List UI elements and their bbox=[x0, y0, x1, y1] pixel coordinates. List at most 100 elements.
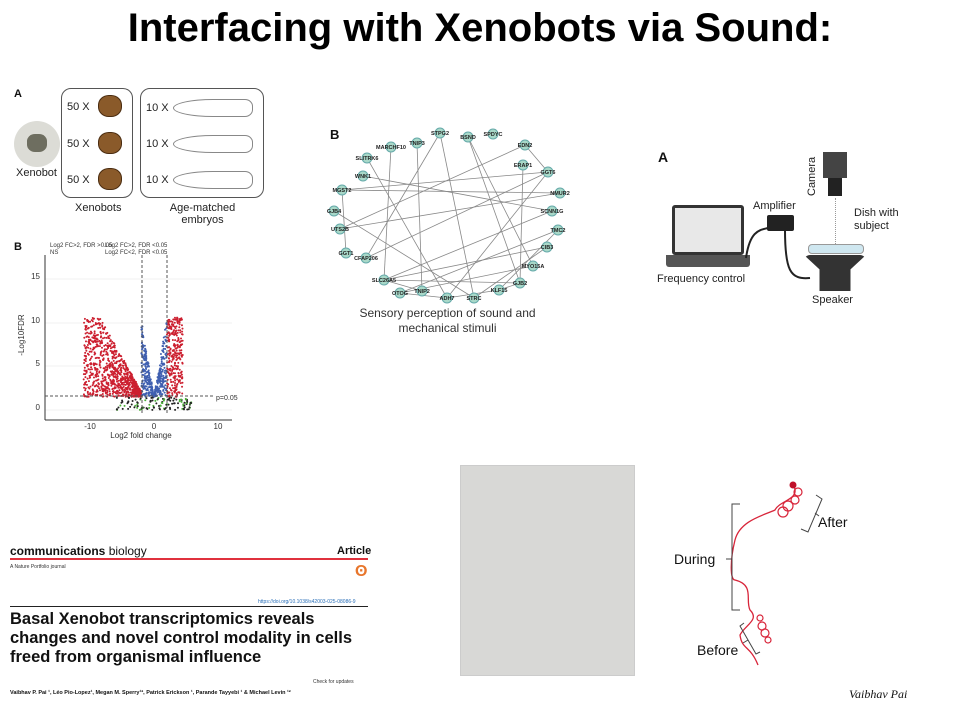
data-point bbox=[164, 338, 167, 341]
data-point bbox=[94, 334, 97, 337]
data-point bbox=[159, 404, 162, 407]
data-point bbox=[133, 379, 136, 382]
network-edge bbox=[339, 144, 526, 230]
data-point bbox=[83, 358, 86, 361]
data-point bbox=[84, 369, 87, 372]
data-point bbox=[160, 356, 163, 359]
data-point bbox=[116, 380, 119, 383]
data-point bbox=[168, 325, 171, 328]
data-point bbox=[180, 349, 183, 352]
data-point bbox=[161, 402, 164, 405]
data-point bbox=[180, 337, 183, 340]
data-point bbox=[146, 365, 149, 368]
data-point bbox=[172, 357, 175, 360]
data-point bbox=[172, 380, 175, 383]
legend-item: Log2 FC<2, FDR <0.05 bbox=[105, 250, 168, 256]
embryo-icon bbox=[173, 99, 253, 117]
doi-link[interactable]: https://doi.org/10.1038/s42003-025-08086… bbox=[258, 599, 356, 605]
y-tick: 0 bbox=[36, 403, 41, 412]
data-point bbox=[87, 332, 90, 335]
data-point bbox=[84, 389, 87, 392]
data-point bbox=[120, 371, 123, 374]
gene-node bbox=[411, 137, 423, 149]
data-point bbox=[89, 363, 92, 366]
data-point bbox=[108, 390, 111, 393]
data-point bbox=[160, 393, 163, 396]
data-point bbox=[150, 393, 153, 396]
data-point bbox=[116, 360, 119, 363]
before-bracket bbox=[739, 622, 761, 655]
data-point bbox=[162, 351, 165, 354]
data-point bbox=[88, 393, 91, 396]
data-point bbox=[95, 322, 98, 325]
data-point bbox=[126, 388, 129, 391]
data-point bbox=[142, 393, 145, 396]
data-point bbox=[102, 337, 105, 340]
threshold-label: p=0.05 bbox=[216, 395, 238, 402]
data-point bbox=[93, 330, 96, 333]
data-point bbox=[105, 348, 108, 351]
data-point bbox=[149, 400, 152, 403]
data-point bbox=[130, 378, 133, 381]
data-point bbox=[130, 403, 133, 406]
gene-label: STRC bbox=[467, 296, 482, 302]
data-point bbox=[117, 406, 120, 409]
data-point bbox=[143, 363, 146, 366]
check-updates[interactable]: Check for updates bbox=[313, 679, 354, 685]
data-point bbox=[100, 346, 103, 349]
data-point bbox=[173, 377, 176, 380]
gene-node bbox=[519, 139, 531, 151]
data-point bbox=[126, 402, 129, 405]
data-point bbox=[115, 396, 118, 399]
data-point bbox=[118, 384, 121, 387]
data-point bbox=[83, 317, 86, 320]
data-point bbox=[133, 406, 136, 409]
data-point bbox=[176, 346, 179, 349]
data-point bbox=[86, 318, 89, 321]
data-point bbox=[179, 331, 182, 334]
data-point bbox=[168, 323, 171, 326]
data-point bbox=[168, 346, 171, 349]
data-point bbox=[106, 389, 109, 392]
data-point bbox=[161, 384, 164, 387]
data-point bbox=[93, 364, 96, 367]
data-point bbox=[108, 366, 111, 369]
data-point bbox=[146, 376, 149, 379]
article-type: Article bbox=[337, 545, 372, 557]
data-point bbox=[101, 377, 104, 380]
network-edge bbox=[439, 132, 475, 299]
data-point bbox=[94, 337, 97, 340]
gene-label: SCNN1G bbox=[541, 209, 564, 215]
gene-label: SLITRK6 bbox=[356, 156, 379, 162]
network-edge bbox=[519, 164, 524, 284]
data-point bbox=[151, 396, 154, 399]
data-point bbox=[160, 367, 163, 370]
data-point bbox=[91, 320, 94, 323]
data-point bbox=[162, 363, 165, 366]
data-point bbox=[95, 375, 98, 378]
data-point bbox=[85, 357, 88, 360]
data-point bbox=[119, 404, 122, 407]
data-point bbox=[140, 382, 143, 385]
data-point bbox=[173, 329, 176, 332]
network-edge bbox=[366, 157, 448, 299]
data-point bbox=[180, 355, 183, 358]
data-point bbox=[174, 382, 177, 385]
data-point bbox=[165, 387, 168, 390]
gene-node bbox=[360, 252, 372, 264]
data-point bbox=[86, 391, 89, 394]
data-point bbox=[151, 386, 154, 389]
data-point bbox=[180, 318, 183, 321]
gene-node bbox=[357, 170, 369, 182]
data-point bbox=[84, 340, 87, 343]
camera-label: Camera bbox=[806, 156, 818, 196]
data-point bbox=[178, 357, 181, 360]
data-point bbox=[186, 400, 189, 403]
data-point bbox=[84, 328, 87, 331]
data-point bbox=[104, 385, 107, 388]
data-point bbox=[93, 332, 96, 335]
data-point bbox=[159, 377, 162, 380]
data-point bbox=[96, 368, 99, 371]
data-point bbox=[99, 331, 102, 334]
